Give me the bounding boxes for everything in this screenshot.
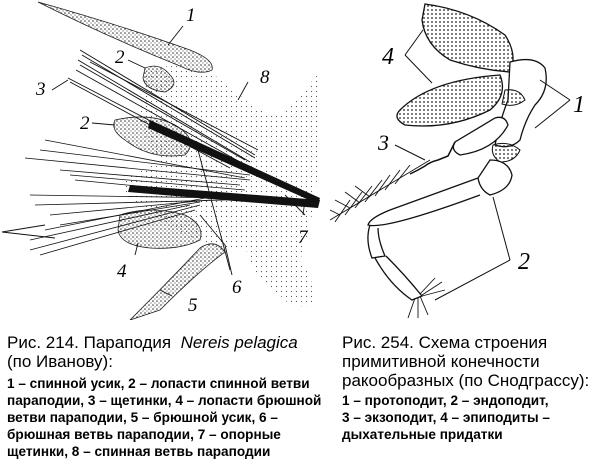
figure-number: Рис. 214. bbox=[7, 333, 79, 352]
figure-title-text: Схема строения примитивной конечности ра… bbox=[342, 333, 590, 390]
label-2-endopodite: 2 bbox=[518, 249, 530, 275]
label-3-chaetae: 3 bbox=[36, 79, 46, 100]
figure-254-legend: 1 – протоподит, 2 – эндоподит, 3 – экзоп… bbox=[342, 392, 600, 443]
label-5-ventral-cirrus: 5 bbox=[188, 295, 198, 316]
label-7-support-chaetae: 7 bbox=[298, 227, 308, 248]
figure-number: Рис. 254. bbox=[342, 333, 414, 352]
figure-title-text: Параподия bbox=[83, 333, 172, 352]
crustacean-limb-drawing bbox=[329, 3, 571, 319]
label-2-dorsal-lobe-lower: 2 bbox=[80, 113, 90, 134]
label-1-protopodite: 1 bbox=[573, 92, 585, 118]
legend-line: дыхательные придатки bbox=[342, 427, 503, 442]
label-8-dorsal-branch: 8 bbox=[260, 67, 270, 88]
species-name: Nereis pelagica bbox=[180, 333, 298, 352]
parapodium-illustration: 1 2 3 2 8 4 5 6 7 bbox=[0, 0, 330, 321]
crustacean-limb-illustration: 4 1 3 2 bbox=[329, 0, 600, 320]
legend-line: 1 – протоподит, 2 – эндоподит, bbox=[342, 393, 549, 408]
label-1-dorsal-cirrus: 1 bbox=[186, 5, 196, 26]
figure-attribution: (по Иванову): bbox=[7, 352, 113, 371]
label-2-dorsal-lobe: 2 bbox=[115, 47, 125, 68]
figure-254-caption: Рис. 254. Схема строения примитивной кон… bbox=[342, 333, 600, 443]
figure-254-title: Рис. 254. Схема строения примитивной кон… bbox=[342, 333, 600, 390]
legend-line: 3 – экзоподит, 4 – эпиподиты – bbox=[342, 410, 550, 425]
label-4-epipodites: 4 bbox=[382, 44, 394, 70]
figure-214-legend: 1 – спинной усик, 2 – лопасти спинной ве… bbox=[7, 376, 322, 459]
label-6-ventral-branch: 6 bbox=[232, 277, 242, 298]
label-4-ventral-lobe: 4 bbox=[117, 261, 127, 282]
parapodium-drawing bbox=[1, 1, 321, 321]
figure-214-title: Рис. 214. Параподия Nereis pelagica (по … bbox=[7, 333, 329, 371]
label-3-exopodite: 3 bbox=[378, 130, 389, 155]
figure-214-caption: Рис. 214. Параподия Nereis pelagica (по … bbox=[7, 333, 329, 460]
